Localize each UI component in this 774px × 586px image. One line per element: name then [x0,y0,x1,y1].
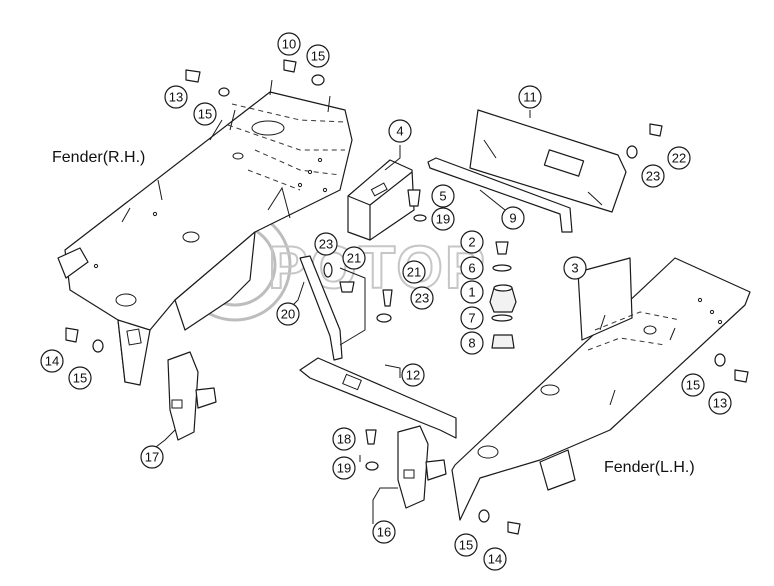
svg-text:14: 14 [45,354,59,369]
part-11-plate [469,109,627,213]
svg-text:21: 21 [407,265,421,280]
fender-lh [451,257,751,521]
svg-text:23: 23 [415,291,429,306]
callout-21-right: 21 [402,260,426,284]
callout-4: 4 [388,119,412,143]
callout-3: 3 [563,256,587,280]
svg-text:14: 14 [488,552,502,567]
part-16-bracket [397,425,447,509]
callout-15-right: 15 [681,373,705,397]
callout-16: 16 [372,520,396,544]
part-20-strut [299,255,343,361]
svg-text:15: 15 [198,107,212,122]
callout-6: 6 [460,256,484,280]
callout-20: 20 [276,302,300,326]
svg-text:4: 4 [396,124,403,139]
svg-text:12: 12 [406,368,420,383]
svg-text:11: 11 [523,90,537,105]
svg-text:1: 1 [468,285,475,300]
callout-8: 8 [460,331,484,355]
callout-17: 17 [140,445,164,469]
svg-text:13: 13 [169,90,183,105]
svg-text:15: 15 [459,538,473,553]
svg-text:15: 15 [686,378,700,393]
svg-text:19: 19 [337,461,351,476]
svg-text:15: 15 [73,371,87,386]
svg-text:20: 20 [281,307,295,322]
fender-rh-label: Fender(R.H.) [52,149,145,166]
part-12-crossmember [299,357,457,439]
callout-22: 22 [667,146,691,170]
callout-23-right: 23 [641,164,665,188]
fender-rh [57,79,353,386]
callout-14-lh: 14 [483,547,507,571]
callout-5: 5 [431,184,455,208]
callout-19-lower: 19 [332,456,356,480]
callout-bubbles: 1 2 3 4 5 6 7 8 9 10 11 12 13 13 14 14 1… [40,32,732,571]
svg-text:3: 3 [571,261,578,276]
svg-text:16: 16 [377,525,391,540]
svg-text:22: 22 [672,151,686,166]
small-parts [65,59,749,535]
callout-23-center: 23 [410,286,434,310]
svg-text:23: 23 [646,169,660,184]
callout-15-bottom: 15 [454,533,478,557]
callout-9: 9 [501,206,525,230]
callout-15-left: 15 [68,366,92,390]
callout-13-rh: 13 [164,85,188,109]
callout-15-rh: 15 [193,102,217,126]
svg-text:8: 8 [468,336,475,351]
callout-13-lh: 13 [708,391,732,415]
svg-text:9: 9 [509,211,516,226]
callout-18: 18 [332,427,356,451]
callout-7: 7 [460,306,484,330]
part-4-bracket [347,159,415,241]
callout-12: 12 [401,363,425,387]
svg-text:21: 21 [347,251,361,266]
svg-text:7: 7 [468,311,475,326]
callout-15-top: 15 [306,44,330,68]
svg-text:18: 18 [337,432,351,447]
callout-10: 10 [277,32,301,56]
svg-text:10: 10 [282,37,296,52]
part-9-bar [427,157,573,233]
callout-1: 1 [460,280,484,304]
fender-lh-label: Fender(L.H.) [604,459,695,476]
svg-text:19: 19 [436,212,450,227]
callout-14-rh: 14 [40,349,64,373]
svg-text:17: 17 [145,450,159,465]
svg-text:15: 15 [311,49,325,64]
svg-text:6: 6 [468,261,475,276]
svg-text:5: 5 [439,189,446,204]
callout-2: 2 [460,230,484,254]
callout-21-left: 21 [342,246,366,270]
callout-19-upper: 19 [431,207,455,231]
svg-text:23: 23 [319,237,333,252]
part-17-bracket [167,351,217,441]
svg-text:2: 2 [468,235,475,250]
svg-text:13: 13 [713,396,727,411]
callout-11: 11 [518,85,542,109]
callout-23-left: 23 [314,232,338,256]
